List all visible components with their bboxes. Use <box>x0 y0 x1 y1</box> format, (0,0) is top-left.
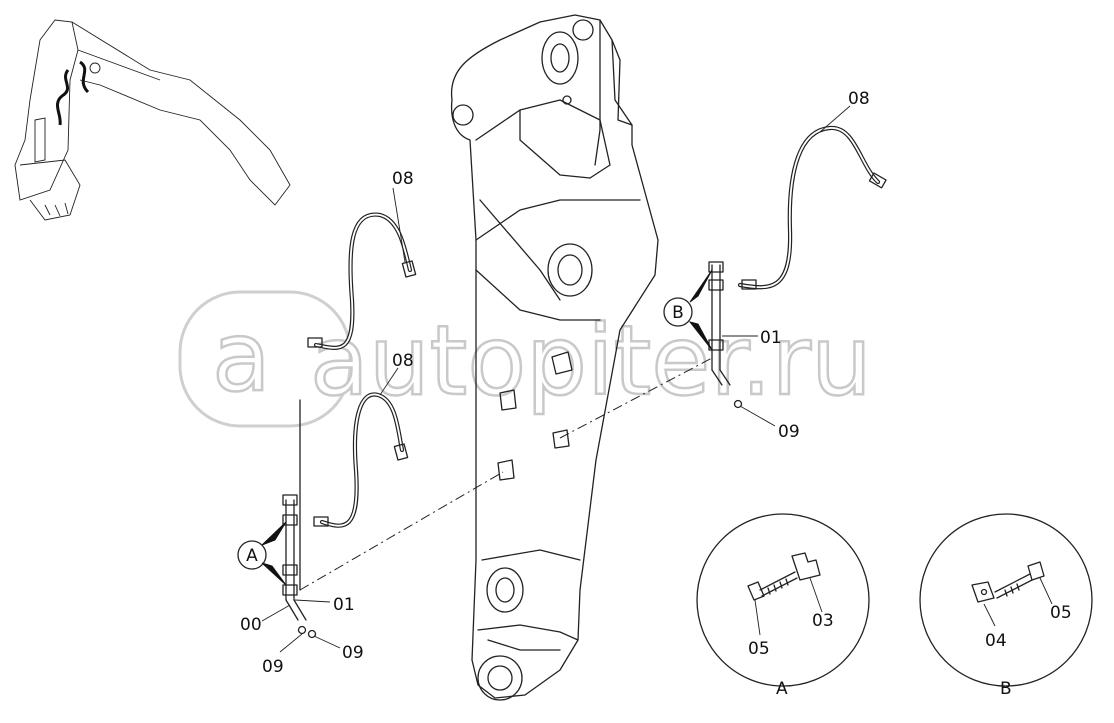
hose-assembly-left <box>261 187 417 653</box>
watermark: a autopiter.ru <box>178 290 873 428</box>
detail-a-label: A <box>776 679 788 699</box>
detail-a-bolt-number: 05 <box>748 639 770 659</box>
callout-plug-left-b: 09 <box>342 643 364 663</box>
callout-plug-right: 09 <box>778 422 800 442</box>
arm-body <box>450 14 659 701</box>
view-marker-a: A <box>237 521 287 586</box>
detail-b-label: B <box>1000 679 1012 699</box>
callout-hose-mid-left: 08 <box>392 351 414 371</box>
detail-view-a: 05 03 A <box>696 513 870 699</box>
callout-hose-top-left: 08 <box>392 169 414 189</box>
view-marker-b: B <box>663 269 713 351</box>
callout-pipe-left: 01 <box>333 595 355 615</box>
detail-a-bracket-number: 03 <box>812 611 834 631</box>
callout-clamp-left: 00 <box>240 615 262 635</box>
detail-b-bolt-number: 05 <box>1050 603 1072 623</box>
mount-line-left <box>299 471 504 591</box>
hose-assembly-right <box>708 105 887 427</box>
watermark-logo-text: a <box>212 301 271 413</box>
mount-line-right <box>559 357 713 439</box>
detail-b-bracket-number: 04 <box>985 631 1007 651</box>
detail-view-b: 04 05 B <box>919 513 1093 699</box>
watermark-text: autopiter.ru <box>310 305 872 417</box>
callout-pipe-right: 01 <box>760 328 782 348</box>
view-marker-b-label: B <box>672 303 684 323</box>
callout-hose-right: 08 <box>848 89 870 109</box>
arm-overview-thumbnail <box>14 19 291 221</box>
callout-plug-left-a: 09 <box>262 657 284 677</box>
view-marker-a-label: A <box>246 546 258 566</box>
